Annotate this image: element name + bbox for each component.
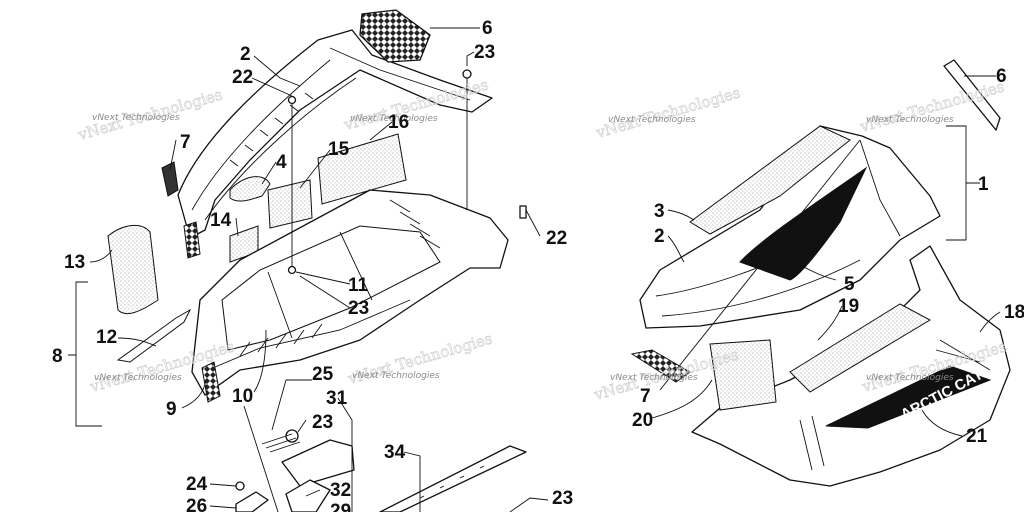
rail-34 — [379, 445, 527, 512]
callout-25: 25 — [312, 364, 334, 385]
callout-23b: 23 — [348, 298, 369, 319]
callout-r2: 2 — [654, 226, 665, 247]
callout-6: 6 — [482, 18, 493, 39]
callout-31: 31 — [326, 388, 348, 409]
callout-2: 2 — [240, 44, 251, 65]
bumper-end-9 — [201, 361, 221, 403]
callout-r21: 21 — [966, 426, 988, 447]
callout-23c: 23 — [312, 412, 333, 433]
callout-12: 12 — [96, 327, 117, 348]
callout-23: 23 — [474, 42, 495, 63]
trim-13 — [107, 224, 159, 315]
watermark-8: vNext Technologies — [866, 373, 954, 383]
callout-7: 7 — [180, 132, 191, 153]
panel-decal-5-black — [739, 166, 868, 281]
panel-decal-20 — [709, 339, 777, 411]
screw-22-icon — [287, 95, 297, 105]
upper-panel-contour — [655, 139, 901, 317]
watermark-2: vNext Technologies — [350, 114, 438, 124]
callout-r5: 5 — [844, 274, 855, 295]
callout-13: 13 — [64, 252, 85, 273]
light-7-right — [630, 349, 691, 383]
bracket-31 — [281, 439, 355, 487]
panel-decal-3 — [689, 125, 851, 235]
upper-hood-part — [177, 29, 493, 239]
windshield-opening — [221, 225, 441, 351]
callout-10: 10 — [232, 386, 253, 407]
decal-4 — [229, 176, 271, 202]
trim-strip-12 — [116, 308, 192, 363]
right-side-panel-assembly: ARCTIC CAT — [630, 59, 1011, 487]
bumper-end-13-top — [183, 221, 201, 259]
left-hood-assembly — [68, 9, 549, 512]
callout-r3: 3 — [654, 201, 665, 222]
callout-r7: 7 — [640, 386, 651, 407]
lower-hood-contour — [207, 199, 441, 371]
spring-25 — [261, 433, 301, 453]
lower-panel-contour — [799, 339, 991, 471]
panel-decal-19 — [789, 303, 932, 393]
callout-9: 9 — [166, 399, 177, 420]
upper-hood-vents — [229, 92, 314, 167]
upper-hood-contour — [191, 47, 471, 221]
watermark-1: vNext Technologies — [92, 113, 180, 123]
decal-15 — [267, 179, 313, 229]
vent-6-right — [943, 59, 1001, 131]
brand-decal-21 — [825, 365, 992, 429]
vent-grille-top — [359, 9, 431, 63]
screw-22b-icon — [519, 205, 527, 219]
callout-22: 22 — [232, 67, 253, 88]
callout-29: 29 — [330, 501, 351, 512]
callout-24: 24 — [186, 474, 208, 495]
watermark-4: vNext Technologies — [352, 371, 440, 381]
nut-23b-icon — [287, 265, 297, 275]
callout-16: 16 — [388, 112, 409, 133]
light-7 — [161, 161, 179, 197]
bracket-32 — [285, 479, 331, 512]
callout-26: 26 — [186, 496, 207, 512]
latch-26 — [235, 491, 269, 512]
callout-14: 14 — [210, 210, 232, 231]
left-leader-lines — [68, 27, 549, 512]
watermark-7: vNext Technologies — [610, 373, 698, 383]
callout-8: 8 — [52, 346, 63, 367]
nut-23-icon — [462, 69, 472, 79]
callout-32: 32 — [330, 480, 351, 501]
watermark-3: vNext Technologies — [94, 373, 182, 383]
callout-r18: 18 — [1004, 302, 1024, 323]
callout-11: 11 — [348, 275, 369, 296]
rail-holes — [419, 465, 485, 499]
callout-23d: 23 — [552, 488, 573, 509]
callout-labels: 6 23 2 22 7 16 4 15 14 22 13 11 23 12 8 … — [52, 18, 1024, 512]
right-leader-lines — [651, 75, 1001, 437]
decal-16 — [317, 133, 407, 205]
callout-r1: 1 — [978, 174, 989, 195]
callout-r19: 19 — [838, 296, 859, 317]
callout-4: 4 — [276, 152, 287, 173]
watermark-6: vNext Technologies — [866, 115, 954, 125]
callout-34: 34 — [384, 442, 406, 463]
watermark-ghost-5: vNext Technologies — [593, 83, 742, 142]
lower-hood-ribs — [239, 323, 323, 357]
callout-15: 15 — [328, 139, 350, 160]
nut-23c-icon — [285, 429, 299, 443]
callout-r6: 6 — [996, 66, 1007, 87]
callout-r20: 20 — [632, 410, 653, 431]
watermark-5: vNext Technologies — [608, 115, 696, 125]
screw-24-icon — [235, 481, 245, 491]
callout-22b: 22 — [546, 228, 567, 249]
